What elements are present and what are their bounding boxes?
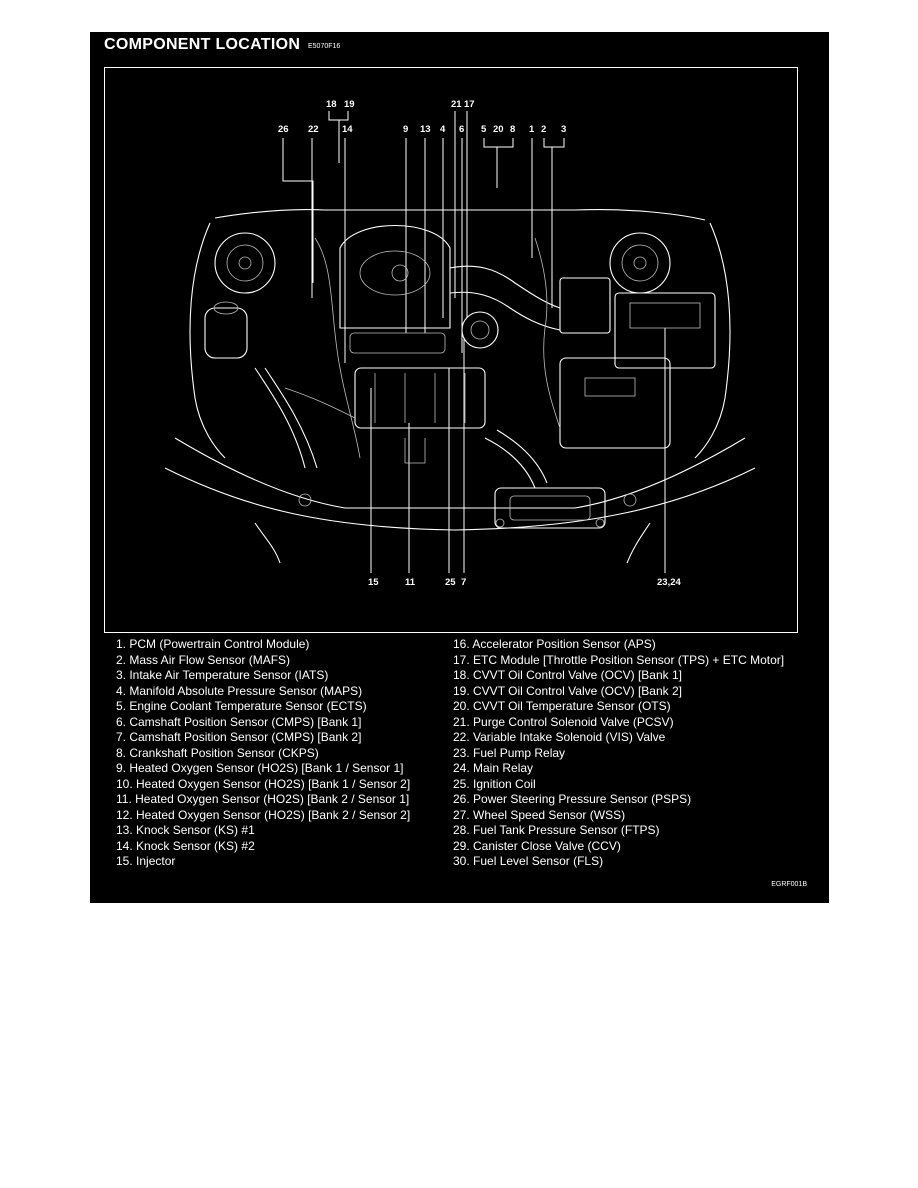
engine-bay-outline: [164, 209, 756, 564]
legend-item: 27. Wheel Speed Sensor (WSS): [453, 807, 626, 822]
callout-14: 14: [342, 124, 353, 135]
callout-2: 2: [541, 124, 546, 135]
legend-item: 7. Camshaft Position Sensor (CMPS) [Bank…: [116, 730, 362, 744]
callout-15: 15: [368, 577, 379, 588]
callout-4: 4: [440, 124, 446, 135]
legend-item: 28. Fuel Tank Pressure Sensor (FTPS): [453, 823, 660, 837]
callout-18: 18: [326, 99, 337, 110]
callout-22: 22: [308, 124, 319, 135]
legend-left-column: 1. PCM (Powertrain Control Module) 2. Ma…: [116, 637, 410, 870]
callout-11: 11: [405, 577, 416, 588]
callout-1: 1: [529, 124, 535, 135]
legend-item: 19. CVVT Oil Control Valve (OCV) [Bank 2…: [453, 683, 682, 698]
legend-item: 8. Crankshaft Position Sensor (CKPS): [116, 745, 319, 760]
legend-item: 4. Manifold Absolute Pressure Sensor (MA…: [116, 683, 363, 698]
legend-item: 11. Heated Oxygen Sensor (HO2S) [Bank 2 …: [116, 792, 410, 806]
legend-item: 20. CVVT Oil Temperature Sensor (OTS): [453, 699, 671, 713]
legend-item: 13. Knock Sensor (KS) #1: [116, 823, 255, 837]
callout-23-24: 23,24: [657, 577, 681, 588]
legend-item: 3. Intake Air Temperature Sensor (IATS): [116, 668, 329, 682]
legend-item: 18. CVVT Oil Control Valve (OCV) [Bank 1…: [453, 668, 682, 682]
component-location-panel: COMPONENT LOCATION E5070F16 18 19 21 17 …: [90, 32, 829, 903]
legend-item: 26. Power Steering Pressure Sensor (PSPS…: [453, 792, 692, 806]
legend-item: 17. ETC Module [Throttle Position Sensor…: [453, 652, 785, 667]
legend-right-column: 16. Accelerator Position Sensor (APS) 17…: [453, 637, 784, 870]
legend-item: 23. Fuel Pump Relay: [453, 745, 566, 760]
callout-17: 17: [464, 99, 475, 110]
callout-3: 3: [561, 124, 566, 135]
legend-item: 15. Injector: [116, 854, 176, 868]
callout-6: 6: [459, 124, 464, 135]
legend-item: 12. Heated Oxygen Sensor (HO2S) [Bank 2 …: [116, 807, 411, 822]
callout-21: 21: [451, 99, 462, 110]
legend-item: 30. Fuel Level Sensor (FLS): [453, 854, 604, 868]
callout-7: 7: [461, 577, 466, 588]
callout-26: 26: [278, 124, 289, 135]
legend-item: 2. Mass Air Flow Sensor (MAFS): [116, 652, 291, 667]
legend-item: 24. Main Relay: [453, 761, 534, 775]
leader-lines: [282, 111, 666, 573]
legend-item: 22. Variable Intake Solenoid (VIS) Valve: [453, 730, 666, 744]
figure-code-top: E5070F16: [308, 43, 341, 50]
legend-item: 21. Purge Control Solenoid Valve (PCSV): [453, 714, 674, 729]
legend-item: 5. Engine Coolant Temperature Sensor (EC…: [116, 699, 367, 713]
callout-25: 25: [445, 577, 456, 588]
legend-item: 14. Knock Sensor (KS) #2: [116, 838, 255, 853]
legend-item: 25. Ignition Coil: [453, 776, 536, 791]
legend-item: 16. Accelerator Position Sensor (APS): [453, 637, 656, 651]
figure-code-bottom: EGRF001B: [771, 881, 807, 888]
page-title: COMPONENT LOCATION: [104, 36, 301, 53]
callout-20: 20: [493, 124, 504, 135]
legend-item: 10. Heated Oxygen Sensor (HO2S) [Bank 1 …: [116, 776, 411, 791]
legend-item: 6. Camshaft Position Sensor (CMPS) [Bank…: [116, 714, 362, 729]
legend-item: 1. PCM (Powertrain Control Module): [116, 637, 310, 651]
callout-9: 9: [403, 124, 408, 135]
legend-item: 29. Canister Close Valve (CCV): [453, 838, 621, 853]
callout-13: 13: [420, 124, 431, 135]
callout-19: 19: [344, 99, 355, 110]
legend-item: 9. Heated Oxygen Sensor (HO2S) [Bank 1 /…: [116, 761, 404, 775]
engine-bay-illustration: 18 19 21 17 26 22 14 9 13 4 6 5 20 8 1 2…: [164, 99, 756, 588]
callout-5: 5: [481, 124, 487, 135]
callout-8: 8: [510, 124, 515, 135]
engine-bay-diagram: 18 19 21 17 26 22 14 9 13 4 6 5 20 8 1 2…: [104, 67, 798, 633]
